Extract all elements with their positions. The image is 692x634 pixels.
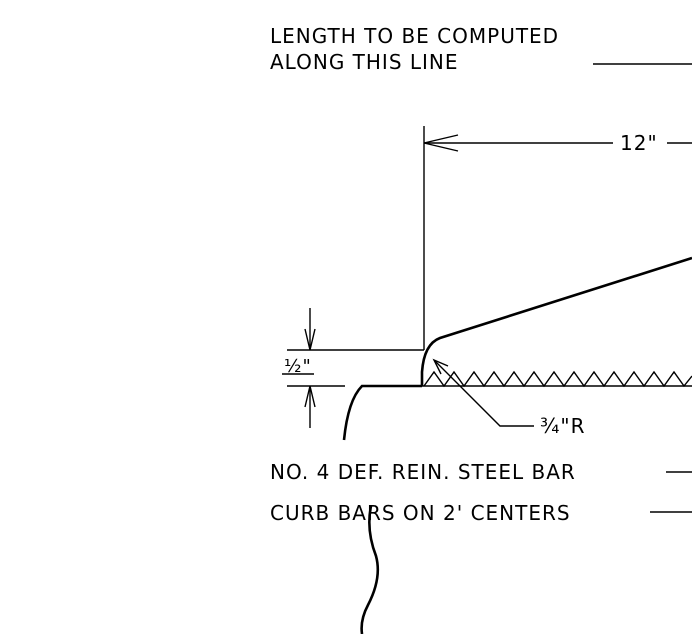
radius-leader (433, 359, 534, 427)
radius-label: ¾"R (540, 414, 585, 438)
length-note-line2: ALONG THIS LINE (270, 50, 459, 74)
dimension-12-label: 12" (620, 131, 658, 155)
curb-bar-wavy (360, 505, 380, 634)
steel-bar-bend (342, 384, 422, 441)
half-inch-label: ½" (284, 356, 312, 377)
half-dim-arrow-up (304, 385, 316, 408)
curb-top-surface (420, 256, 692, 386)
steel-bar-note: NO. 4 DEF. REIN. STEEL BAR (270, 460, 576, 484)
radius-arrowhead (432, 358, 449, 375)
half-dim-arrow-down (304, 328, 316, 351)
curb-bars-note: CURB BARS ON 2' CENTERS (270, 501, 571, 525)
length-note-line1: LENGTH TO BE COMPUTED (270, 24, 559, 48)
zigzag-line (423, 370, 692, 388)
dimension-arrowhead-left (423, 134, 459, 152)
